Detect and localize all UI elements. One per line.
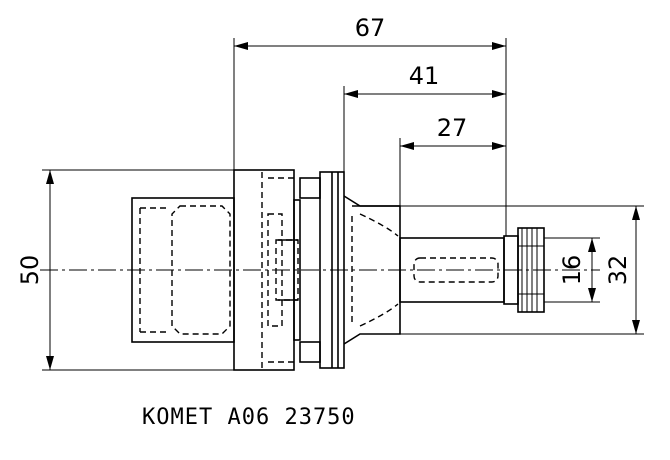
dimension-flange-diameter: 50 <box>16 169 234 371</box>
collar <box>293 171 345 369</box>
dimension-overall-length: 67 <box>233 14 507 236</box>
nut <box>503 227 545 313</box>
dimension-label-50: 50 <box>16 255 44 286</box>
dimension-label-67: 67 <box>355 14 386 42</box>
dimension-label-32: 32 <box>604 255 632 286</box>
dimension-label-16: 16 <box>558 255 586 286</box>
dimension-pin-length: 27 <box>399 114 506 238</box>
dimension-label-41: 41 <box>409 62 440 90</box>
dimension-body-diameter: 32 <box>400 205 644 335</box>
dimension-label-27: 27 <box>437 114 468 142</box>
dimension-nut-diameter: 16 <box>544 237 600 303</box>
dimension-shank-length: 41 <box>343 62 506 196</box>
part-number-caption: KOMET A06 23750 <box>142 405 356 430</box>
